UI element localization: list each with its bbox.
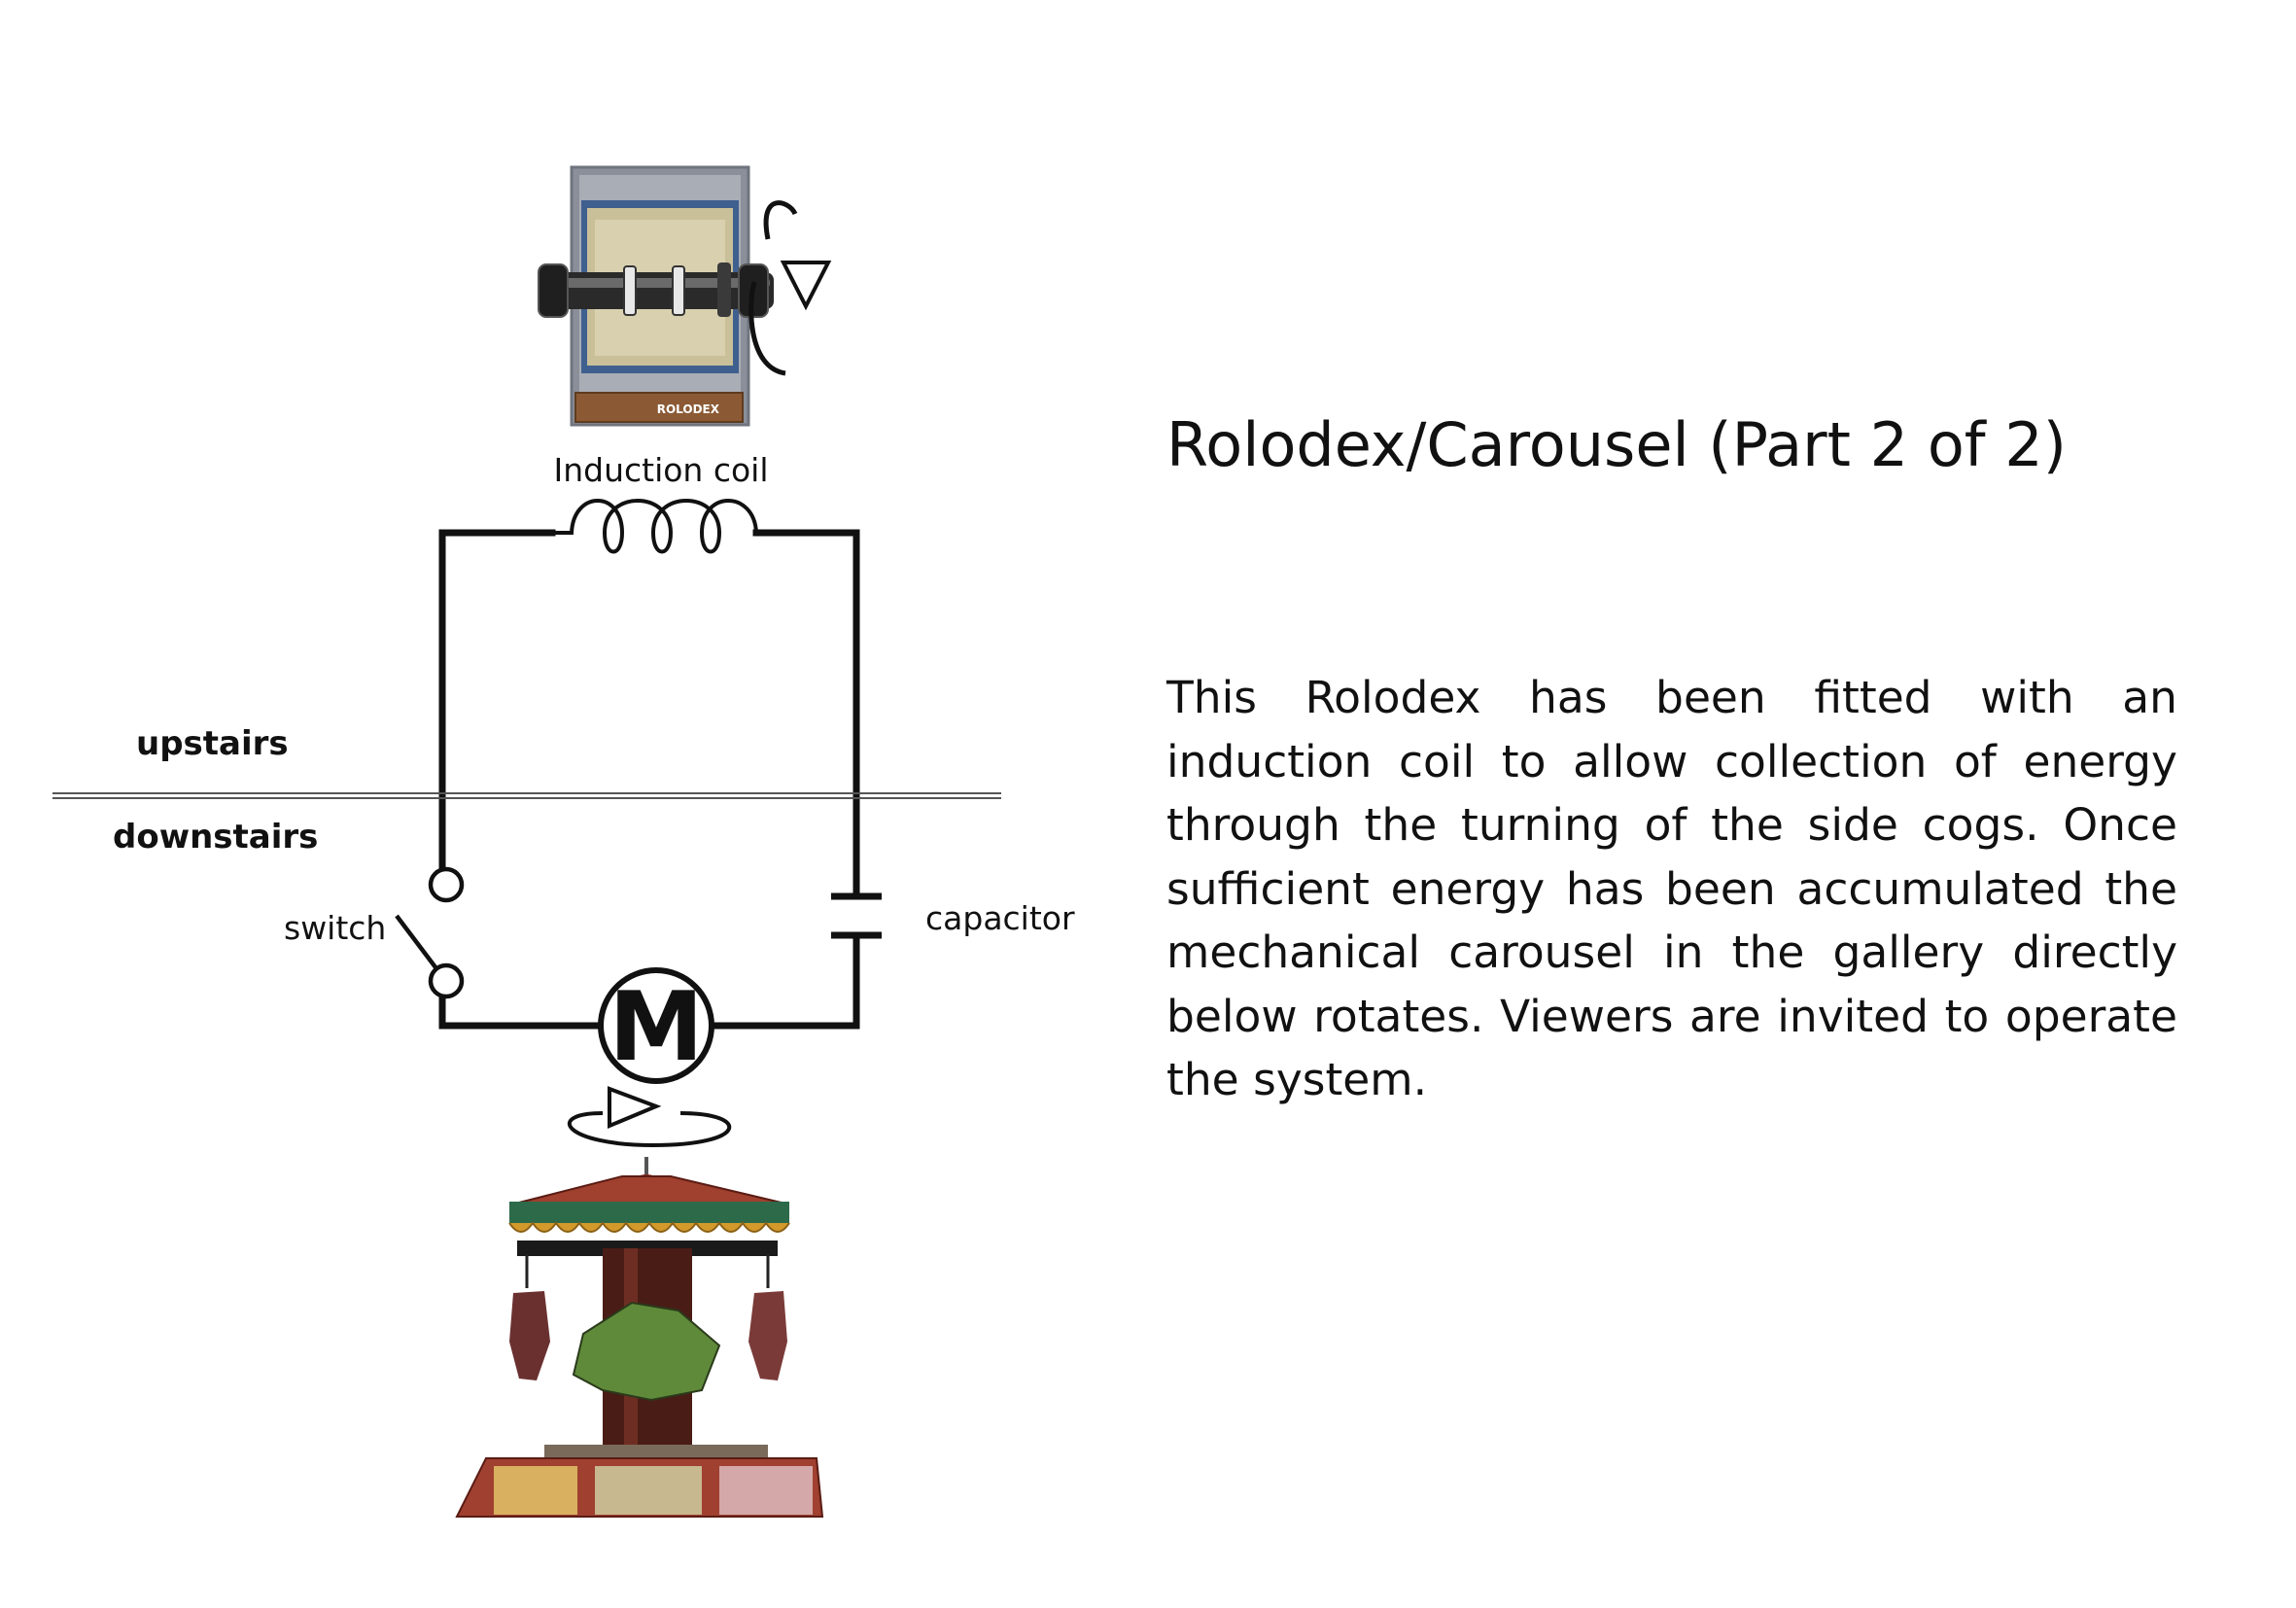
motor-rotation-icon <box>567 1086 732 1148</box>
capacitor-label: capacitor <box>925 899 1075 937</box>
motor-symbol: M <box>609 972 704 1083</box>
induction-coil-icon <box>552 499 758 554</box>
description-text: This Rolodex has been fitted with an ind… <box>1166 672 2177 1105</box>
downstairs-label: downstairs <box>113 818 318 856</box>
rotation-arrow-icon <box>748 200 832 376</box>
switch-icon <box>395 866 465 999</box>
switch-label: switch <box>284 909 386 947</box>
capacitor-icon <box>831 892 882 939</box>
page-title: Rolodex/Carousel (Part 2 of 2) <box>1166 409 2067 480</box>
induction-coil-label: Induction coil <box>553 451 768 489</box>
rolodex-brand-text: ROLODEX <box>657 402 720 416</box>
motor-icon: M <box>598 967 714 1084</box>
floor-divider <box>52 792 1001 799</box>
circuit-wires <box>438 529 860 1030</box>
carousel-image <box>455 1157 824 1518</box>
upstairs-label: upstairs <box>136 724 289 763</box>
rolodex-image: ROLODEX <box>538 165 774 427</box>
